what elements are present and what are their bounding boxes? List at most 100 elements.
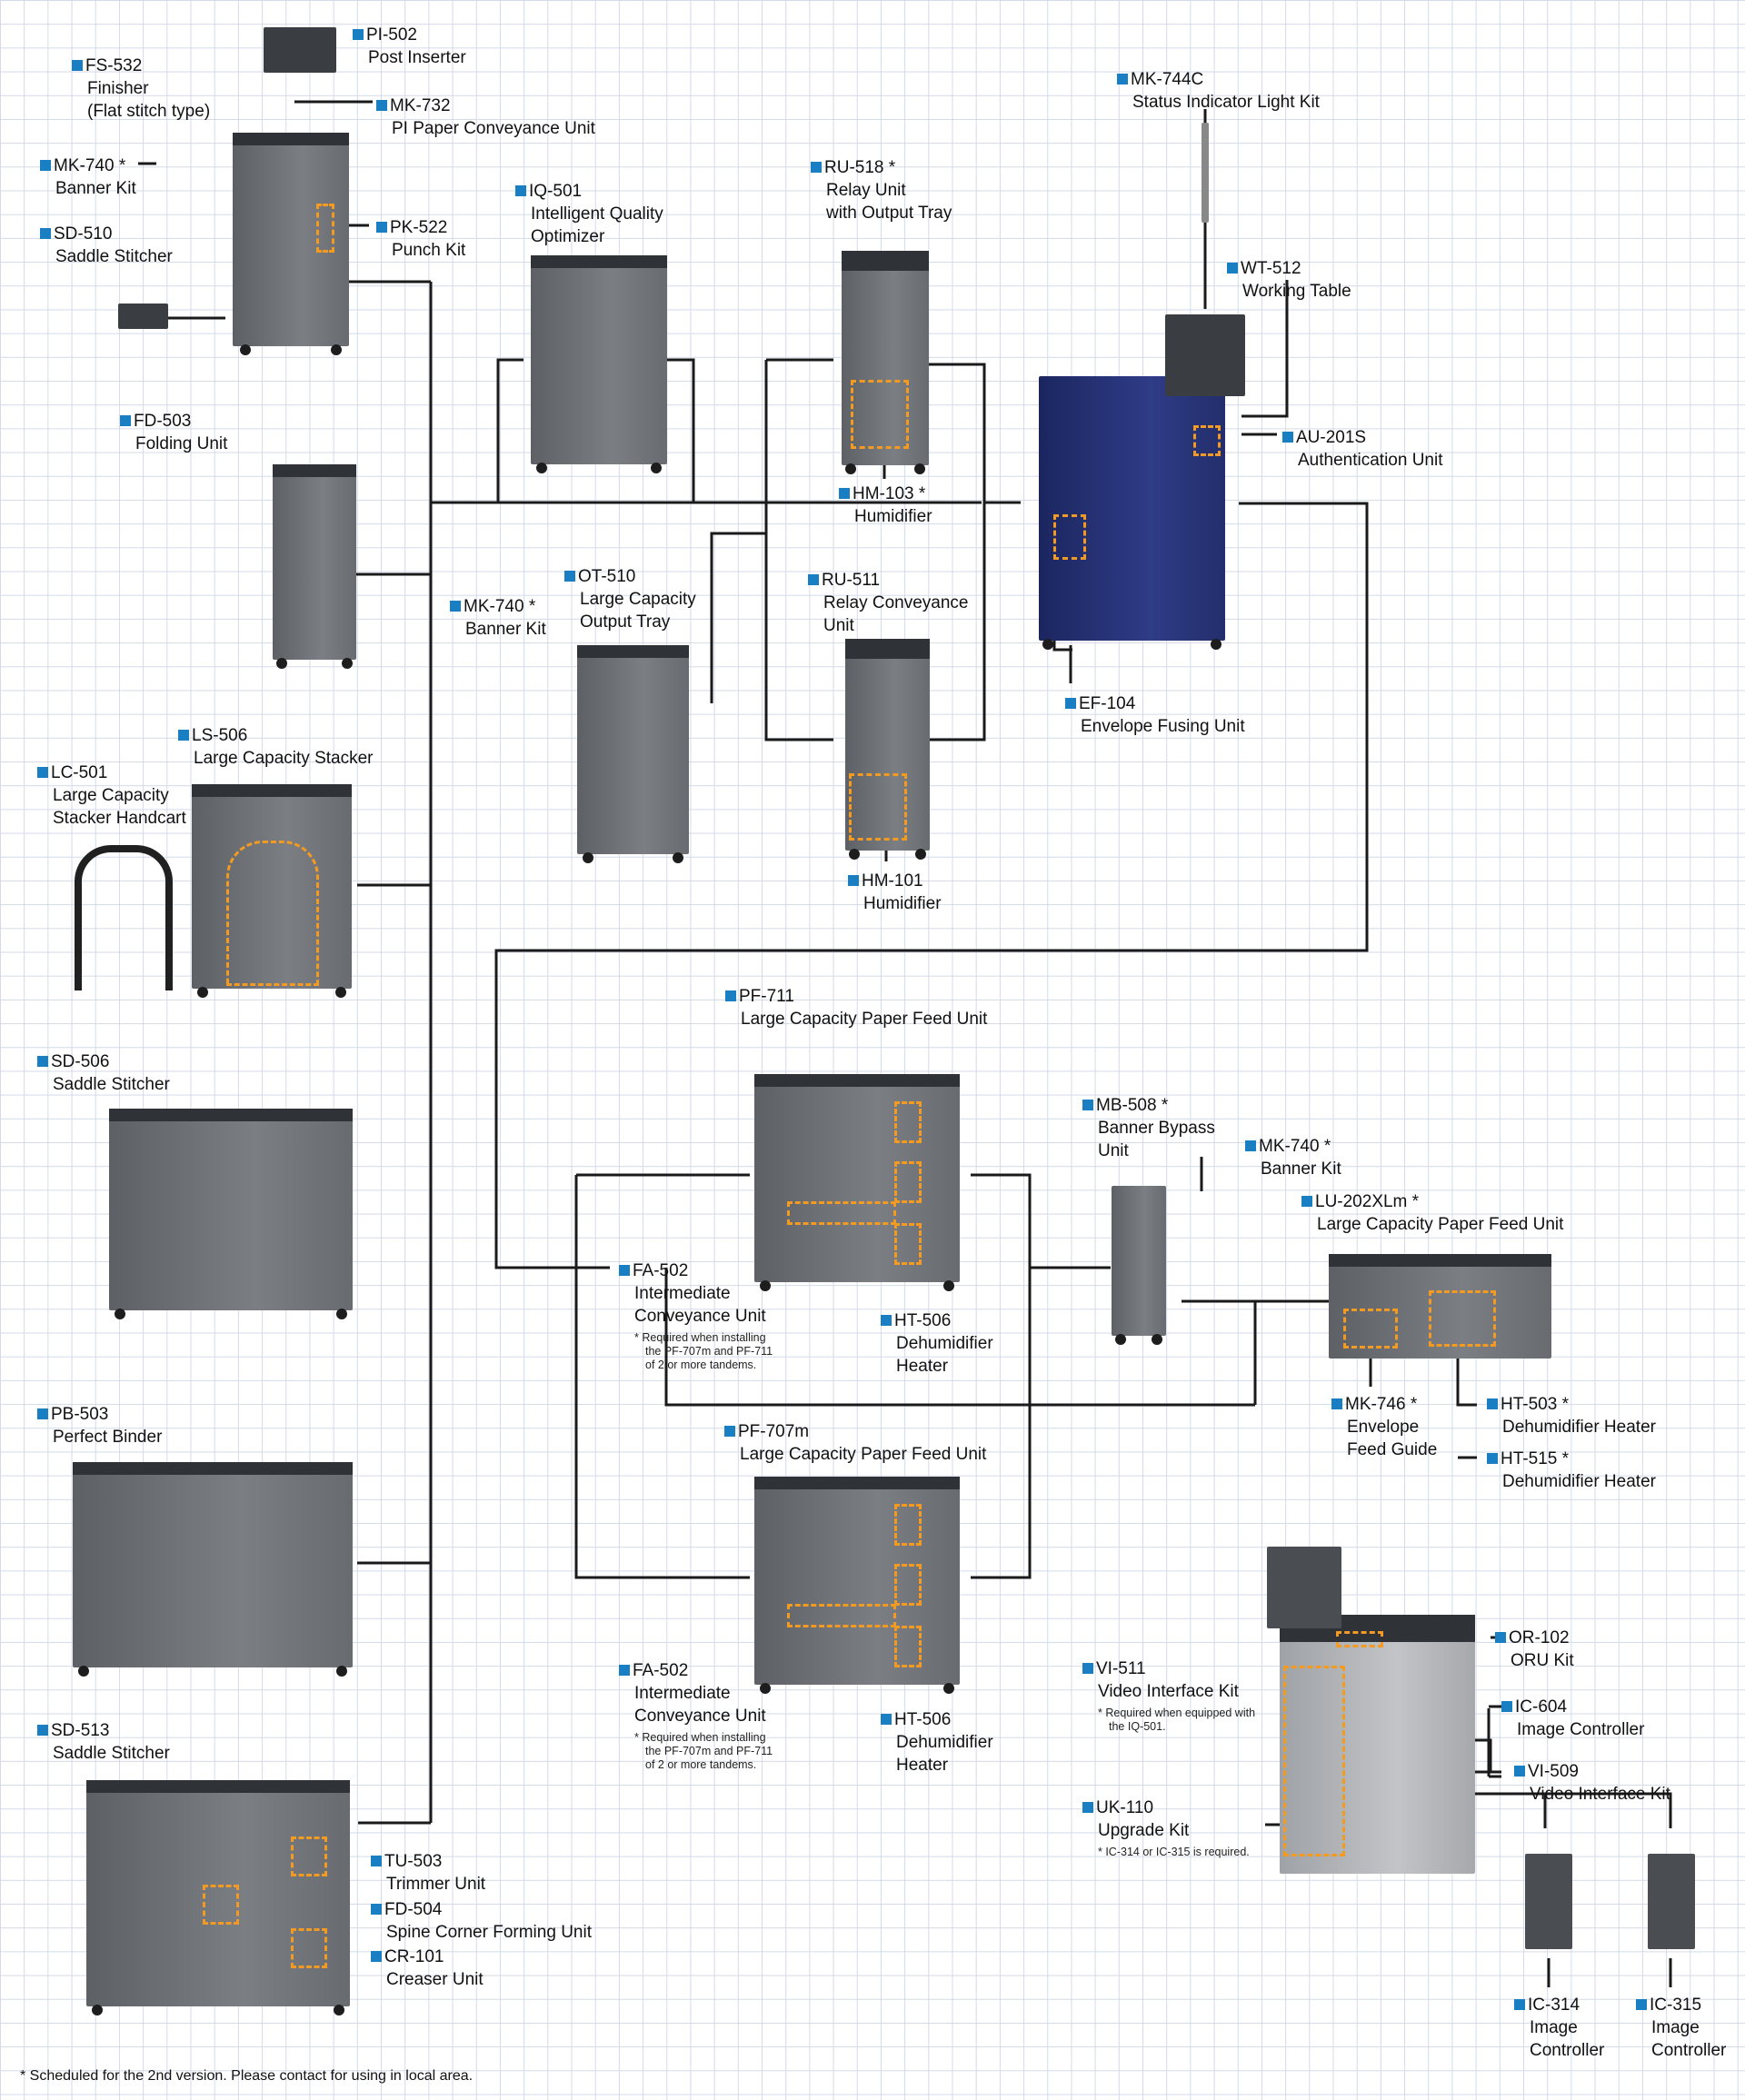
name2: Heater	[896, 1756, 949, 1775]
code: PI-502	[366, 25, 417, 45]
star: *	[528, 597, 536, 616]
code: MK-740	[54, 156, 115, 175]
fd503-machine	[273, 464, 356, 669]
name: Large Capacity Paper Feed Unit	[740, 1445, 987, 1464]
star: *	[1411, 1192, 1420, 1211]
code: FD-503	[134, 412, 192, 431]
code: TU-503	[384, 1852, 443, 1871]
star: *	[918, 484, 926, 503]
code: AU-201S	[1296, 428, 1367, 447]
name2: Unit	[823, 616, 854, 635]
code: MB-508	[1096, 1096, 1157, 1115]
name: Humidifier	[863, 894, 942, 913]
name: Punch Kit	[392, 241, 466, 260]
code: HM-101	[862, 871, 923, 891]
code: FA-502	[633, 1661, 689, 1680]
sd510-machine	[118, 304, 168, 329]
name2: Controller	[1651, 2041, 1727, 2060]
name: Relay Conveyance	[823, 593, 969, 612]
name2: Stacker Handcart	[53, 809, 186, 828]
name2: with Output Tray	[826, 204, 952, 223]
name: Intermediate	[634, 1684, 731, 1703]
name: Envelope Fusing Unit	[1081, 717, 1245, 736]
label-mk740b: MK-740 *Banner Kit	[450, 595, 546, 641]
name: Large Capacity Paper Feed Unit	[1317, 1215, 1564, 1234]
name: Image Controller	[1517, 1720, 1645, 1739]
pb503-machine	[73, 1462, 353, 1677]
note: * Required when equipped with	[1098, 1707, 1256, 1719]
code: IQ-501	[529, 182, 583, 201]
star: *	[1410, 1395, 1418, 1414]
code: HT-515	[1501, 1449, 1558, 1468]
name: Large Capacity	[53, 786, 169, 805]
name: Dehumidifier Heater	[1502, 1472, 1656, 1491]
code: HT-506	[894, 1710, 952, 1729]
note: * IC-314 or IC-315 is required.	[1098, 1846, 1250, 1858]
name: Dehumidifier	[896, 1733, 993, 1752]
code: SD-513	[51, 1721, 110, 1740]
sd513-machine	[86, 1780, 350, 2015]
star: *	[1561, 1449, 1569, 1468]
controller-top	[1267, 1547, 1341, 1628]
ru518-machine	[842, 251, 929, 474]
code: VI-509	[1528, 1762, 1579, 1781]
name: Spine Corner Forming Unit	[386, 1923, 592, 1942]
ru511-machine	[845, 639, 930, 860]
code: EF-104	[1079, 694, 1136, 713]
code: PF-707m	[738, 1422, 810, 1441]
name: Intelligent Quality	[531, 204, 663, 224]
name: Banner Kit	[55, 179, 136, 198]
ot510-machine	[577, 645, 689, 863]
code: FA-502	[633, 1261, 689, 1280]
name2: Conveyance Unit	[634, 1307, 766, 1326]
label-hm103: HM-103 *Humidifier	[839, 483, 932, 528]
name: Intermediate	[634, 1284, 731, 1303]
code: IC-604	[1515, 1697, 1568, 1717]
code: PB-503	[51, 1405, 109, 1424]
code: FS-532	[85, 56, 143, 75]
code: LU-202XLm	[1315, 1192, 1408, 1211]
fs532-machine	[233, 133, 349, 355]
name: Folding Unit	[135, 434, 228, 453]
name: Envelope	[1347, 1418, 1420, 1437]
name: Relay Unit	[826, 181, 906, 200]
name: ORU Kit	[1511, 1651, 1574, 1670]
name2: Heater	[896, 1357, 949, 1376]
name: Large Capacity	[580, 590, 696, 609]
name2: Feed Guide	[1347, 1440, 1438, 1459]
name: Large Capacity Paper Feed Unit	[741, 1010, 988, 1029]
name: Video Interface Kit	[1530, 1785, 1670, 1804]
name: Perfect Binder	[53, 1428, 163, 1447]
label-ht515: HT-515 * Dehumidifier Heater	[1487, 1448, 1656, 1493]
name: Post Inserter	[368, 48, 466, 67]
name: Banner Bypass	[1098, 1119, 1215, 1138]
star: *	[888, 158, 896, 177]
pi502-machine	[264, 27, 336, 73]
code: VI-511	[1096, 1659, 1146, 1678]
name: Saddle Stitcher	[55, 247, 173, 266]
note: * Required when installing	[634, 1731, 766, 1744]
label-mk740a: MK-740 *Banner Kit	[40, 154, 136, 200]
code: WT-512	[1241, 259, 1301, 278]
name: Video Interface Kit	[1098, 1682, 1239, 1701]
name: Saddle Stitcher	[53, 1744, 170, 1763]
code: LS-506	[192, 726, 248, 745]
